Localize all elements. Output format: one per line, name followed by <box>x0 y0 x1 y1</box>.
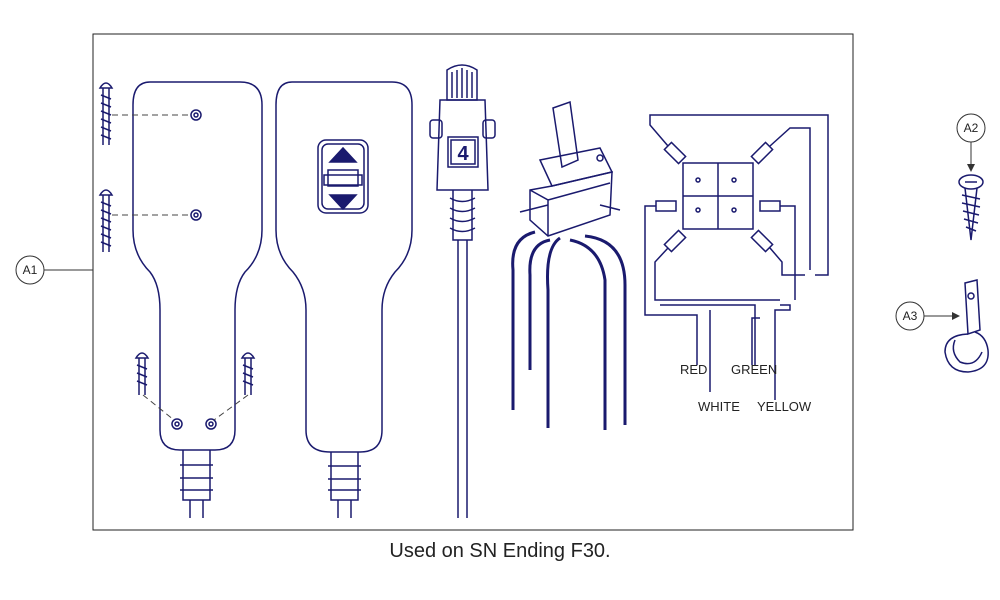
callout-a2: A2 <box>956 113 986 172</box>
callout-a3-label: A3 <box>903 309 918 323</box>
callout-a3: A3 <box>895 301 960 331</box>
pendant-front-housing <box>275 81 413 518</box>
cable-clamp-a3 <box>944 279 989 373</box>
wire-label-white: WHITE <box>698 399 740 414</box>
wiring-schematic <box>644 114 829 400</box>
callout-a2-label: A2 <box>964 121 979 135</box>
cable-connector <box>429 64 496 518</box>
wire-label-red: RED <box>680 362 707 377</box>
screw-middle <box>98 189 114 252</box>
diagram-caption: Used on SN Ending F30. <box>389 540 611 562</box>
wire-label-green: GREEN <box>731 362 777 377</box>
screw-guide-lines <box>112 114 249 421</box>
diagram-frame <box>92 33 854 531</box>
screw-bottom-right <box>240 352 256 395</box>
wire-label-yellow: YELLOW <box>757 399 812 414</box>
screw-a2 <box>958 174 984 241</box>
rocker-switch <box>519 100 621 237</box>
callout-a1: A1 <box>15 255 93 285</box>
connector-number-label: 4 <box>457 143 469 165</box>
callout-a1-label: A1 <box>23 263 38 277</box>
pendant-back-housing <box>132 81 263 518</box>
screw-top <box>98 82 114 145</box>
screw-bottom-left <box>134 352 150 395</box>
switch-wires <box>511 230 627 430</box>
